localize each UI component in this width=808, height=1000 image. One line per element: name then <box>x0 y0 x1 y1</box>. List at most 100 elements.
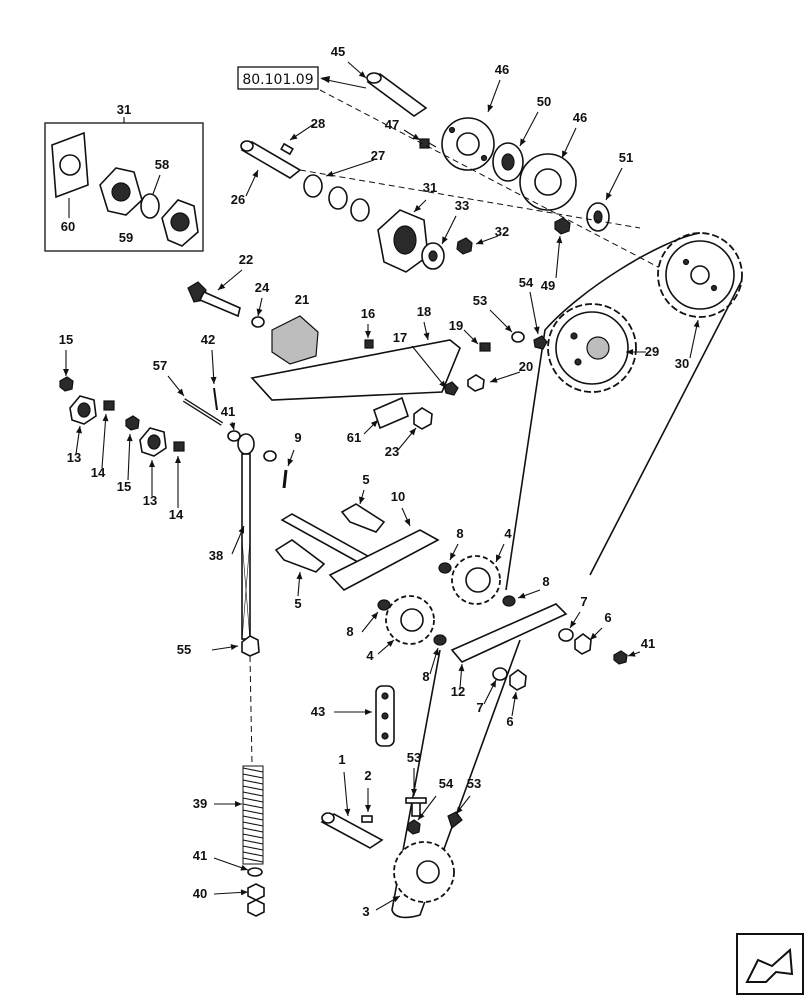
part-plate-12[interactable] <box>450 603 568 663</box>
callout-1[interactable]: 1 <box>338 752 345 767</box>
part-shaft-1[interactable] <box>320 812 384 849</box>
part-nut-32[interactable] <box>456 237 473 255</box>
part-collar-51[interactable] <box>586 202 610 232</box>
part-flange-13b[interactable] <box>139 427 167 457</box>
callout-23[interactable]: 23 <box>385 444 399 459</box>
callout-8d[interactable]: 8 <box>422 669 429 684</box>
callout-5b[interactable]: 5 <box>294 596 301 611</box>
part-rod-57[interactable] <box>182 398 224 426</box>
part-bolt-47[interactable] <box>419 138 437 149</box>
callout-21[interactable]: 21 <box>295 292 309 307</box>
callout-53b[interactable]: 53 <box>407 750 421 765</box>
callout-41b[interactable]: 41 <box>641 636 655 651</box>
callout-15a[interactable]: 15 <box>59 332 73 347</box>
callout-8b[interactable]: 8 <box>346 624 353 639</box>
callout-14a[interactable]: 14 <box>91 465 106 480</box>
part-sprocket-29[interactable] <box>547 303 637 393</box>
part-chain-link-43[interactable] <box>375 685 395 747</box>
reference-link-80-101-09[interactable]: 80.101.09 <box>237 66 319 90</box>
part-bolt-53c[interactable] <box>447 811 463 830</box>
callout-26[interactable]: 26 <box>231 192 245 207</box>
callout-12[interactable]: 12 <box>451 684 465 699</box>
callout-7a[interactable]: 7 <box>580 594 587 609</box>
part-bolt-22[interactable] <box>187 281 241 318</box>
part-nuts-40[interactable] <box>247 883 265 917</box>
callout-8c[interactable]: 8 <box>542 574 549 589</box>
callout-31[interactable]: 31 <box>423 180 437 195</box>
callout-14b[interactable]: 14 <box>169 507 184 522</box>
part-bolt-53b[interactable] <box>405 797 427 817</box>
part-nut-15b[interactable] <box>125 415 140 431</box>
callout-9[interactable]: 9 <box>294 430 301 445</box>
part-flange-46a[interactable] <box>441 117 495 171</box>
callout-4a[interactable]: 4 <box>504 526 512 541</box>
part-flange-46b[interactable] <box>519 153 577 211</box>
part-nut-23[interactable] <box>413 407 433 430</box>
callout-57[interactable]: 57 <box>153 358 167 373</box>
part-plate-18[interactable] <box>250 339 461 401</box>
part-bearing-33[interactable] <box>421 242 445 270</box>
callout-30[interactable]: 30 <box>675 356 689 371</box>
part-nut-54b[interactable] <box>407 819 421 835</box>
callout-6b[interactable]: 6 <box>506 714 513 729</box>
part-washers-27[interactable] <box>303 174 370 222</box>
callout-51[interactable]: 51 <box>619 150 633 165</box>
next-page-arrow-icon[interactable] <box>736 933 804 995</box>
part-bolt-14a[interactable] <box>103 400 115 411</box>
callout-45[interactable]: 45 <box>331 44 345 59</box>
part-washer-41-side[interactable] <box>263 450 277 462</box>
callout-19[interactable]: 19 <box>449 318 463 333</box>
callout-46b[interactable]: 46 <box>573 110 587 125</box>
part-washer-41a[interactable] <box>227 430 241 442</box>
callout-7b[interactable]: 7 <box>476 700 483 715</box>
callout-6a[interactable]: 6 <box>604 610 611 625</box>
callout-54b[interactable]: 54 <box>439 776 454 791</box>
part-pin-42[interactable] <box>213 387 218 411</box>
part-nut-15a[interactable] <box>59 376 74 392</box>
callout-38[interactable]: 38 <box>209 548 223 563</box>
part-nut-6b[interactable] <box>509 669 527 691</box>
callout-13b[interactable]: 13 <box>143 493 157 508</box>
part-key-2[interactable] <box>361 815 373 823</box>
callout-29[interactable]: 29 <box>645 344 659 359</box>
part-bolt-53a[interactable] <box>511 331 525 343</box>
callout-3[interactable]: 3 <box>362 904 369 919</box>
callout-49[interactable]: 49 <box>541 278 555 293</box>
part-eyebolt-38[interactable] <box>237 433 255 641</box>
callout-41c[interactable]: 41 <box>193 848 207 863</box>
callout-5a[interactable]: 5 <box>362 472 369 487</box>
part-key-28[interactable] <box>280 142 294 156</box>
callout-54a[interactable]: 54 <box>519 275 534 290</box>
callout-10[interactable]: 10 <box>391 489 405 504</box>
callout-17[interactable]: 17 <box>393 330 407 345</box>
callout-28[interactable]: 28 <box>311 116 325 131</box>
callout-27[interactable]: 27 <box>371 148 385 163</box>
part-nut-55[interactable] <box>241 635 260 657</box>
part-washers-8[interactable] <box>377 562 516 646</box>
part-washer-7b[interactable] <box>492 667 508 681</box>
part-nut-20[interactable] <box>467 374 485 392</box>
callout-4b[interactable]: 4 <box>366 648 374 663</box>
part-sprocket-4b[interactable] <box>385 595 435 645</box>
part-bolt-5b[interactable] <box>274 539 326 573</box>
part-shaft-26[interactable] <box>240 140 302 179</box>
part-pin-9[interactable] <box>282 469 288 489</box>
callout-39[interactable]: 39 <box>193 796 207 811</box>
part-bolt-19[interactable] <box>479 342 491 352</box>
part-washer-41c[interactable] <box>247 867 263 877</box>
callout-53a[interactable]: 53 <box>473 293 487 308</box>
callout-16[interactable]: 16 <box>361 306 375 321</box>
callout-13a[interactable]: 13 <box>67 450 81 465</box>
part-nut-49[interactable] <box>554 217 571 235</box>
callout-8a[interactable]: 8 <box>456 526 463 541</box>
callout-40[interactable]: 40 <box>193 886 207 901</box>
part-washer-7a[interactable] <box>558 628 574 642</box>
part-block-21[interactable] <box>271 315 319 365</box>
part-plate-10[interactable] <box>328 529 440 591</box>
callout-15b[interactable]: 15 <box>117 479 131 494</box>
callout-32[interactable]: 32 <box>495 224 509 239</box>
callout-47[interactable]: 47 <box>385 117 399 132</box>
part-sprocket-3[interactable] <box>393 841 455 903</box>
part-bolt-16[interactable] <box>364 339 374 349</box>
part-nut-54a[interactable] <box>533 335 548 350</box>
